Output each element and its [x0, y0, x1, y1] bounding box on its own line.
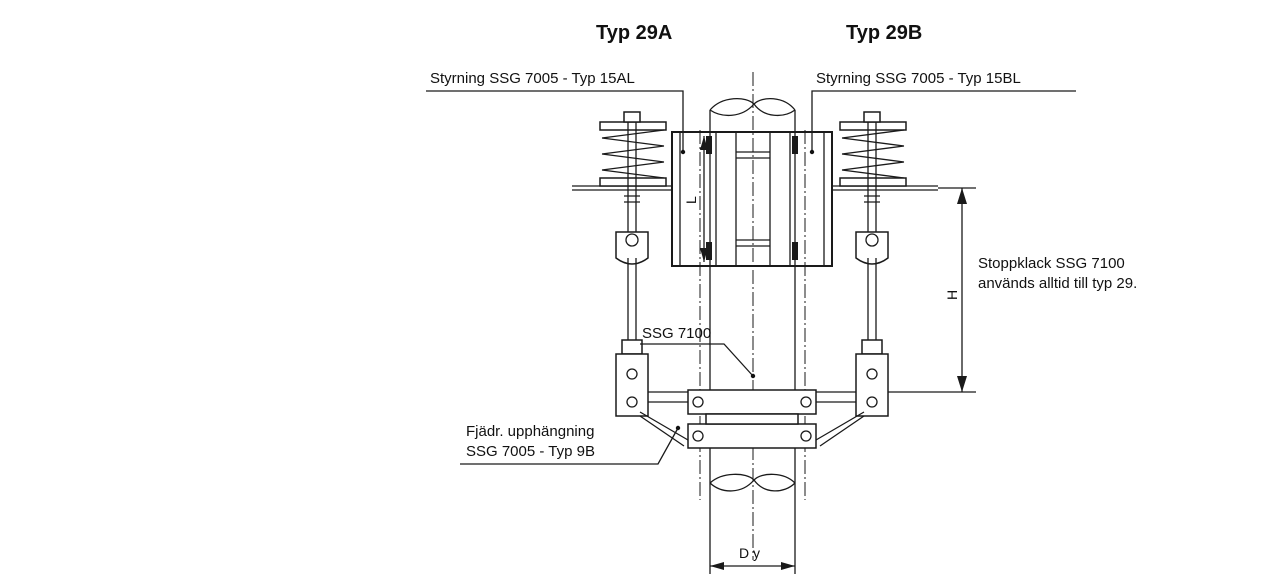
leader-hanger [460, 427, 679, 465]
yoke-link-right-upper [816, 391, 856, 403]
pipe-clamp [687, 389, 817, 449]
leader-dot [675, 425, 681, 431]
guide-box [671, 131, 833, 267]
label-left-guide: Styrning SSG 7005 - Typ 15AL [430, 70, 635, 87]
header-typ-29a: Typ 29A [596, 22, 672, 44]
header-typ-29b: Typ 29B [846, 22, 922, 44]
leader-clamp [640, 343, 754, 377]
dimension-Dy: D y [710, 545, 795, 570]
yoke-strut-left [639, 411, 689, 447]
label-clamp: SSG 7100 [642, 325, 711, 342]
leader-dot [750, 373, 756, 379]
label-hanger-line2: SSG 7005 - Typ 9B [466, 443, 595, 460]
yoke-link-left-upper [648, 391, 688, 403]
leader-dot [809, 149, 815, 155]
label-right-guide: Styrning SSG 7005 - Typ 15BL [816, 70, 1021, 87]
spring-hanger-left [599, 111, 667, 417]
dim-label-Dy: D y [739, 545, 760, 561]
label-stop-line2: används alltid till typ 29. [978, 275, 1137, 292]
dimension-H: H [888, 187, 976, 393]
dim-label-L: L [683, 196, 699, 204]
leader-dot [680, 149, 686, 155]
label-hanger-line1: Fjädr. upphängning [466, 423, 594, 440]
yoke-strut-right [815, 411, 865, 447]
label-stop-line1: Stoppklack SSG 7100 [978, 255, 1125, 272]
dimension-L: L [683, 136, 708, 262]
spring-hanger-right [839, 111, 907, 417]
dim-label-H: H [944, 290, 960, 300]
